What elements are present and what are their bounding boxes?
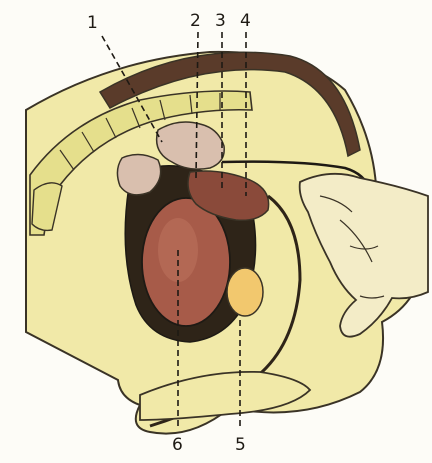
vesicle-lower (117, 154, 160, 194)
label-1: 1 (87, 13, 98, 33)
label-5: 5 (235, 435, 246, 455)
label-2: 2 (190, 11, 201, 31)
label-4: 4 (240, 11, 251, 31)
testis (227, 268, 263, 316)
label-3: 3 (215, 11, 226, 31)
label-6: 6 (172, 435, 183, 455)
